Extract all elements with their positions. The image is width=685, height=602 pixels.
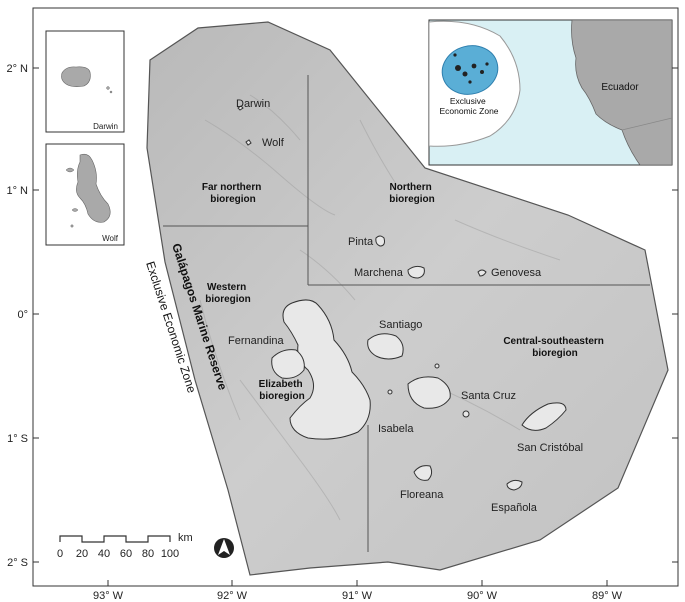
island-label-pinta: Pinta — [348, 236, 374, 248]
island-label-wolf: Wolf — [262, 137, 285, 149]
north-arrow-icon — [214, 538, 234, 558]
fernandina-island-shape — [271, 349, 305, 379]
scale-unit: km — [178, 532, 193, 544]
wolf-island-shape — [245, 139, 252, 146]
scale-label: 40 — [98, 548, 110, 560]
overview-country-label: Ecuador — [601, 82, 639, 93]
longitude-labels: 93° W 92° W 91° W 90° W 89° W — [93, 590, 623, 602]
santa-cruz-island-shape — [407, 376, 451, 409]
central-southeastern-label: Central-southeastern bioregion — [503, 336, 606, 359]
lat-tick-label: 2° S — [7, 557, 28, 569]
seafloor-relief — [199, 94, 561, 521]
island-label-santa-cruz: Santa Cruz — [461, 390, 516, 402]
santiago-island-shape — [367, 333, 404, 360]
genovesa-island-shape — [477, 269, 487, 277]
latitude-labels: 2° N 1° N 0° 1° S 2° S — [6, 63, 28, 569]
bioregion-boundaries — [163, 75, 650, 552]
island-label-marchena: Marchena — [354, 267, 404, 279]
darwin-inset-island — [61, 66, 91, 87]
scale-label: 80 — [142, 548, 154, 560]
scale-label: 60 — [120, 548, 132, 560]
eez-shape — [441, 45, 499, 95]
darwin-inset-caption: Darwin — [93, 122, 118, 131]
island-label-darwin: Darwin — [236, 98, 270, 110]
island-label-fernandina: Fernandina — [228, 335, 285, 347]
wolf-inset-caption: Wolf — [102, 234, 119, 243]
pinta-island-shape — [375, 235, 385, 247]
isabela-island-shape — [282, 299, 371, 440]
island-label-floreana: Floreana — [400, 489, 444, 501]
lat-tick-label: 0° — [17, 309, 28, 321]
northern-label: Northern bioregion — [389, 182, 435, 205]
san-cristobal-island-shape — [521, 402, 567, 431]
island-label-genovesa: Genovesa — [491, 267, 542, 279]
lat-tick-label: 1° S — [7, 433, 28, 445]
darwin-island-shape — [237, 105, 244, 111]
far-northern-label: Far northern bioregion — [202, 182, 264, 205]
western-label: Western bioregion — [205, 282, 251, 305]
island-label-santiago: Santiago — [379, 319, 422, 331]
island-label-isabela: Isabela — [378, 423, 414, 435]
peru-colombia-border — [621, 117, 672, 131]
small-islet — [387, 389, 393, 395]
lat-tick-label: 1° N — [6, 185, 28, 197]
elizabeth-label: Elizabeth bioregion — [259, 379, 306, 402]
small-islet — [434, 363, 440, 369]
marchena-island-shape — [407, 265, 425, 279]
scale-label: 20 — [76, 548, 88, 560]
scale-bar: 0 20 40 60 80 100 km — [57, 532, 193, 560]
floreana-island-shape — [413, 465, 433, 481]
overview-inset: Ecuador Exclusive Economic Zone — [428, 19, 673, 166]
marine-reserve-boundary — [146, 21, 669, 576]
ecuador-landmass — [571, 20, 672, 165]
scale-label: 100 — [161, 548, 179, 560]
wolf-inset: Wolf — [45, 143, 125, 246]
small-islet — [462, 410, 470, 418]
lon-tick-label: 93° W — [93, 590, 124, 602]
espanola-island-shape — [506, 479, 523, 491]
lon-tick-label: 89° W — [592, 590, 623, 602]
lon-tick-label: 91° W — [342, 590, 373, 602]
island-label-san-cristobal: San Cristóbal — [517, 442, 583, 454]
overview-eez-label: Exclusive Economic Zone — [439, 96, 498, 116]
scale-label: 0 — [57, 548, 63, 560]
darwin-inset: Darwin — [45, 30, 125, 133]
bioregion-labels: Far northern bioregion Northern bioregio… — [202, 182, 606, 402]
lon-tick-label: 92° W — [217, 590, 248, 602]
lon-tick-label: 90° W — [467, 590, 498, 602]
overview-islands — [453, 53, 489, 84]
island-label-espanola: Española — [491, 502, 538, 514]
grid-ticks — [33, 67, 678, 586]
island-labels: Darwin Wolf Pinta Marchena Genovesa Sant… — [228, 98, 583, 514]
lat-tick-label: 2° N — [6, 63, 28, 75]
wolf-inset-island — [76, 153, 111, 223]
islands — [237, 105, 567, 491]
